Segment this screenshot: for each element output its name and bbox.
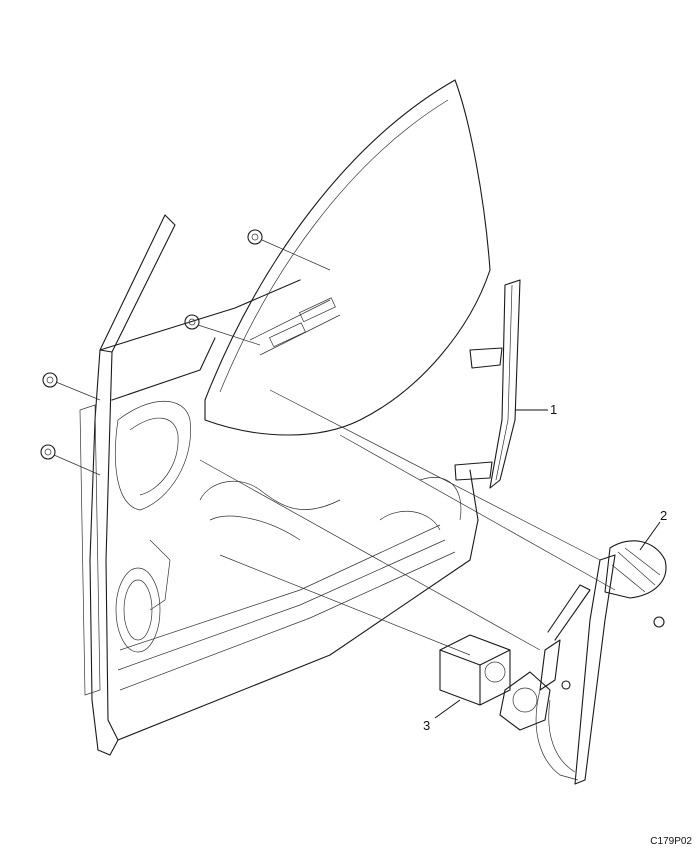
glass-run-channel xyxy=(454,279,521,489)
window-regulator-assembly xyxy=(535,540,667,785)
door-glass xyxy=(204,79,491,436)
window-motor xyxy=(439,634,551,731)
callout-leaders xyxy=(434,409,661,719)
figure-code: C179P02 xyxy=(650,836,692,847)
assembly-lines xyxy=(53,239,616,656)
callout-1: 1 xyxy=(550,402,558,417)
callout-2: 2 xyxy=(660,508,668,523)
door-inner-panel xyxy=(79,214,479,756)
speaker-opening xyxy=(115,567,161,653)
callout-3: 3 xyxy=(423,718,431,733)
door-seal-strip xyxy=(79,404,101,696)
fasteners xyxy=(40,229,665,690)
